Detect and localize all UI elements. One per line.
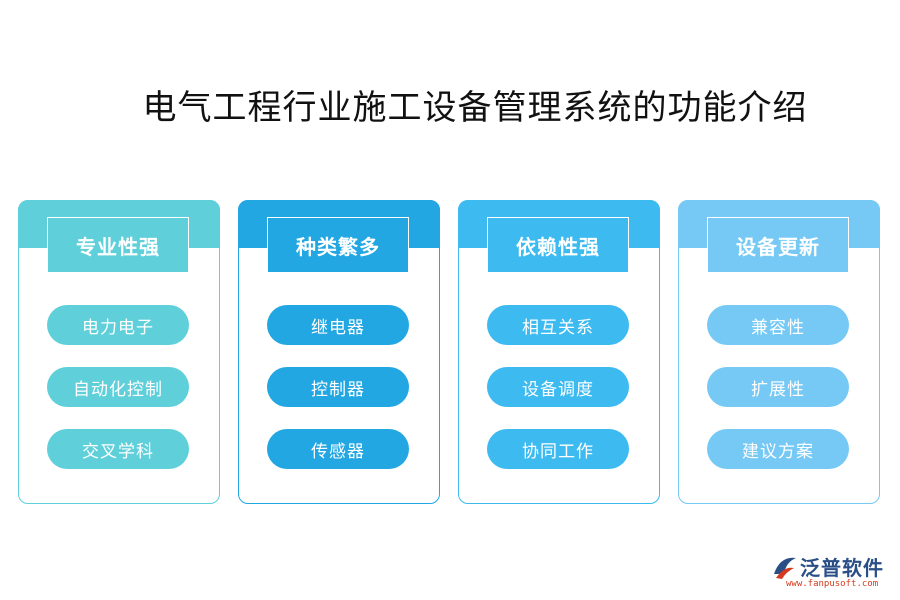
column-card-2: 种类繁多 继电器 控制器 传感器 xyxy=(237,199,440,504)
column-2-item-1: 继电器 xyxy=(267,305,409,345)
column-2-item-2: 控制器 xyxy=(267,367,409,407)
column-3-item-2: 设备调度 xyxy=(487,367,629,407)
fanpu-logo-icon xyxy=(774,557,796,579)
column-1-item-2: 自动化控制 xyxy=(47,367,189,407)
column-card-3: 依赖性强 相互关系 设备调度 协同工作 xyxy=(457,199,660,504)
column-header-1: 专业性强 xyxy=(47,217,189,273)
column-3-item-3: 协同工作 xyxy=(487,429,629,469)
column-header-3: 依赖性强 xyxy=(487,217,629,273)
column-4-item-1: 兼容性 xyxy=(707,305,849,345)
brand-logo: 泛普软件 www.fanpusoft.com xyxy=(770,552,895,594)
column-4-item-3: 建议方案 xyxy=(707,429,849,469)
column-3-item-1: 相互关系 xyxy=(487,305,629,345)
column-card-1: 专业性强 电力电子 自动化控制 交叉学科 xyxy=(17,199,220,504)
column-4-item-2: 扩展性 xyxy=(707,367,849,407)
column-card-4: 设备更新 兼容性 扩展性 建议方案 xyxy=(677,199,880,504)
column-1-item-3: 交叉学科 xyxy=(47,429,189,469)
logo-name: 泛普软件 xyxy=(800,556,884,580)
column-2-item-3: 传感器 xyxy=(267,429,409,469)
page-title: 电气工程行业施工设备管理系统的功能介绍 xyxy=(142,88,808,128)
column-header-2: 种类繁多 xyxy=(267,217,409,273)
logo-url: www.fanpusoft.com xyxy=(786,579,879,589)
column-1-item-1: 电力电子 xyxy=(47,305,189,345)
column-header-4: 设备更新 xyxy=(707,217,849,273)
